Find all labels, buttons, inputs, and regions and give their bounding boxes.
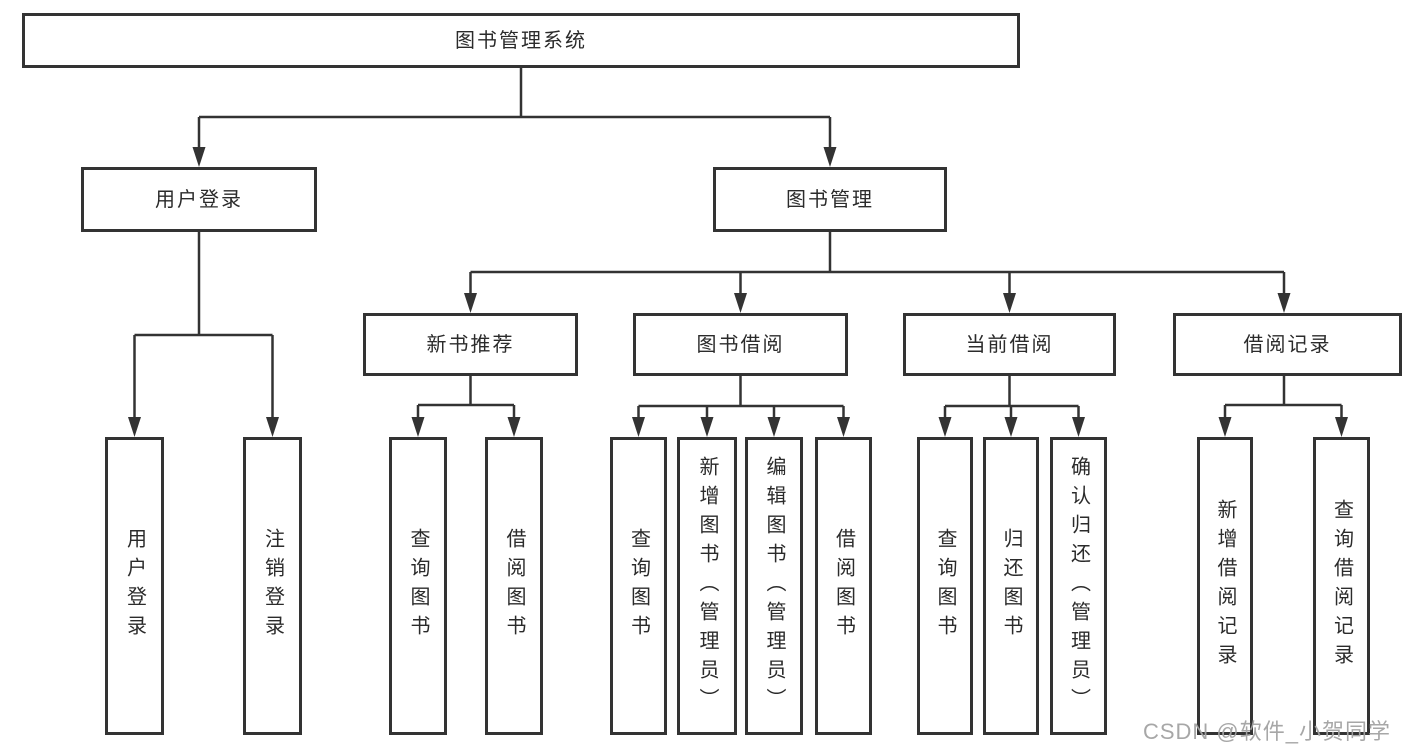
- node-borrowing-records: 借阅记录: [1173, 313, 1402, 376]
- node-login: 用户登录: [105, 437, 164, 735]
- node-query-books-recommend: 查询图书: [389, 437, 447, 735]
- node-add-books-admin: 新增图书（管理员）: [677, 437, 737, 735]
- node-current-borrowing: 当前借阅: [903, 313, 1116, 376]
- node-logout: 注销登录: [243, 437, 302, 735]
- node-borrow-books: 借阅图书: [815, 437, 872, 735]
- node-book-borrowing: 图书借阅: [633, 313, 848, 376]
- csdn-watermark: CSDN @软件_小贺同学: [1142, 719, 1391, 744]
- node-return-books: 归还图书: [983, 437, 1039, 735]
- node-query-books-current: 查询图书: [917, 437, 973, 735]
- node-book-management: 图书管理: [713, 167, 947, 232]
- node-query-borrow-record: 查询借阅记录: [1313, 437, 1370, 735]
- node-root: 图书管理系统: [22, 13, 1020, 68]
- tree-edges: [133, 68, 1343, 419]
- node-edit-books-admin: 编辑图书（管理员）: [745, 437, 803, 735]
- node-user-login: 用户登录: [81, 167, 317, 232]
- node-new-book-recommend: 新书推荐: [363, 313, 578, 376]
- node-add-borrow-record: 新增借阅记录: [1197, 437, 1253, 735]
- node-query-books-borrow: 查询图书: [610, 437, 667, 735]
- node-confirm-return-admin: 确认归还（管理员）: [1050, 437, 1107, 735]
- node-borrow-books-recommend: 借阅图书: [485, 437, 543, 735]
